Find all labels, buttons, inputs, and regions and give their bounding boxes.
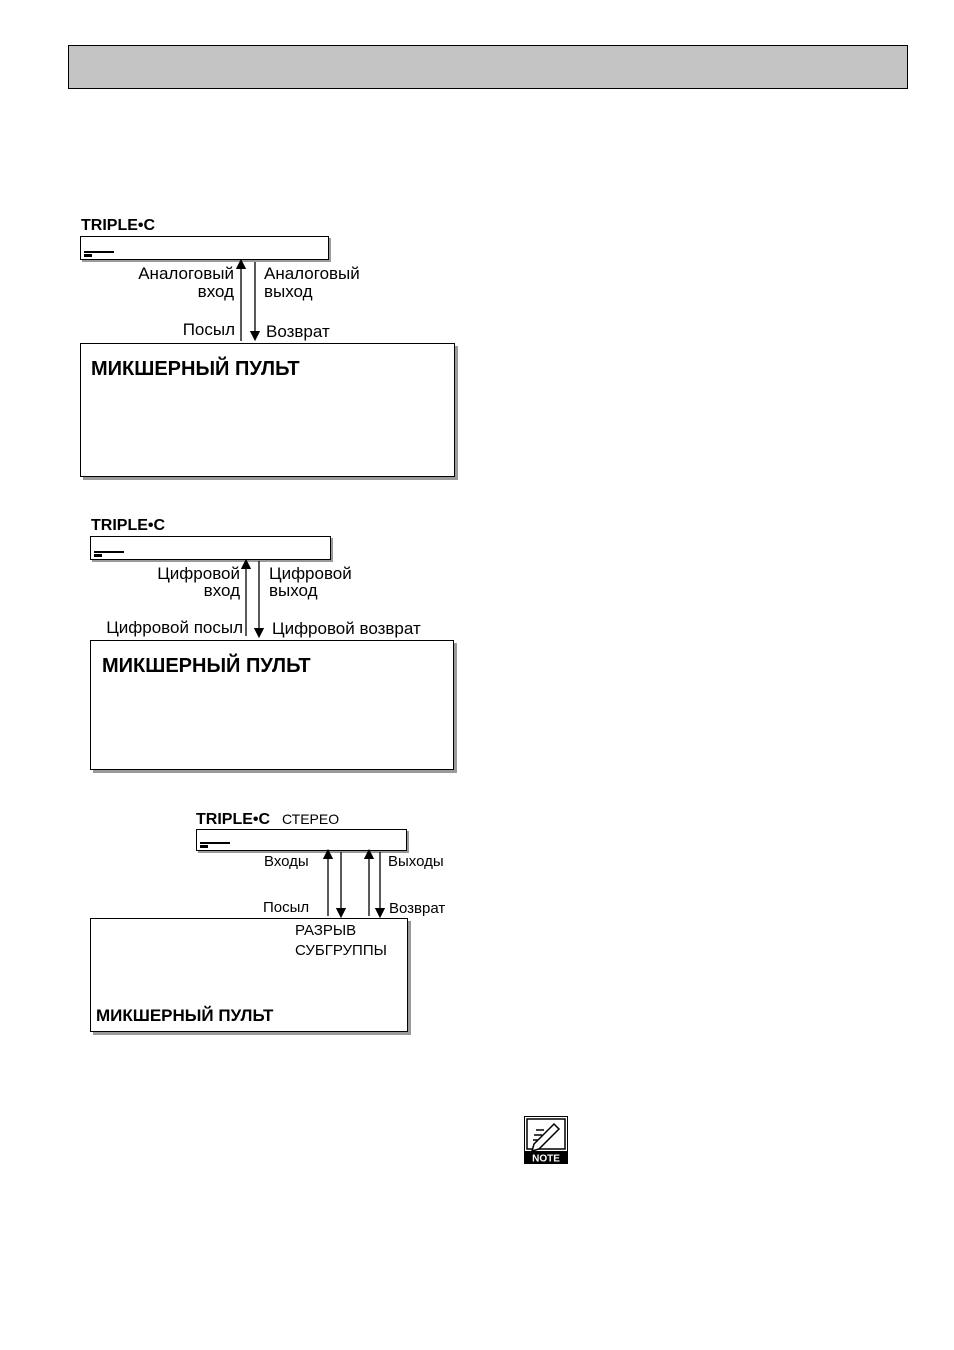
mixer-box: МИКШЕРНЫЙ ПУЛЬТ [80, 343, 455, 477]
label-outputs: Выходы [388, 853, 444, 870]
device-slot [200, 842, 230, 848]
mixer-title: МИКШЕРНЫЙ ПУЛЬТ [91, 358, 300, 380]
triplec-device [80, 236, 329, 260]
brand-logo: TRIPLE•C [196, 811, 271, 828]
brand-suffix: СТЕРЕО [282, 811, 340, 827]
triplec-device [196, 829, 407, 851]
note-icon-label: NOTE [532, 1154, 560, 1165]
label-digital-out-1: Цифровой [269, 564, 352, 583]
label-analog-out-1: Аналоговый [264, 264, 360, 283]
mixer-box: РАЗРЫВ СУБГРУППЫ МИКШЕРНЫЙ ПУЛЬТ [90, 918, 408, 1032]
label-digital-send: Цифровой посыл [106, 618, 243, 637]
label-send: Посыл [263, 899, 310, 916]
insert-label-1: РАЗРЫВ [295, 922, 357, 939]
triplec-device [90, 536, 331, 560]
brand-logo: TRIPLE•C [81, 217, 156, 234]
mixer-title: МИКШЕРНЫЙ ПУЛЬТ [102, 655, 311, 677]
note-icon: NOTE [524, 1116, 568, 1164]
brand-logo: TRIPLE•C [91, 517, 166, 534]
insert-label-2: СУБГРУППЫ [295, 942, 387, 959]
label-analog-in-1: Аналоговый [138, 264, 234, 283]
device-slot [94, 551, 124, 557]
label-return: Возврат [389, 900, 446, 917]
page-header-bar [68, 45, 908, 89]
label-digital-return: Цифровой возврат [272, 619, 421, 638]
mixer-box: МИКШЕРНЫЙ ПУЛЬТ [90, 640, 454, 770]
label-return: Возврат [266, 322, 330, 341]
label-digital-in-1: Цифровой [157, 564, 240, 583]
label-digital-out-2: выход [269, 581, 318, 600]
label-analog-out-2: выход [264, 282, 313, 301]
label-digital-in-2: вход [203, 581, 240, 600]
label-analog-in-2: вход [197, 282, 234, 301]
label-inputs: Входы [264, 853, 309, 870]
device-slot [84, 251, 114, 257]
label-send: Посыл [182, 320, 235, 339]
mixer-title: МИКШЕРНЫЙ ПУЛЬТ [96, 1006, 274, 1025]
